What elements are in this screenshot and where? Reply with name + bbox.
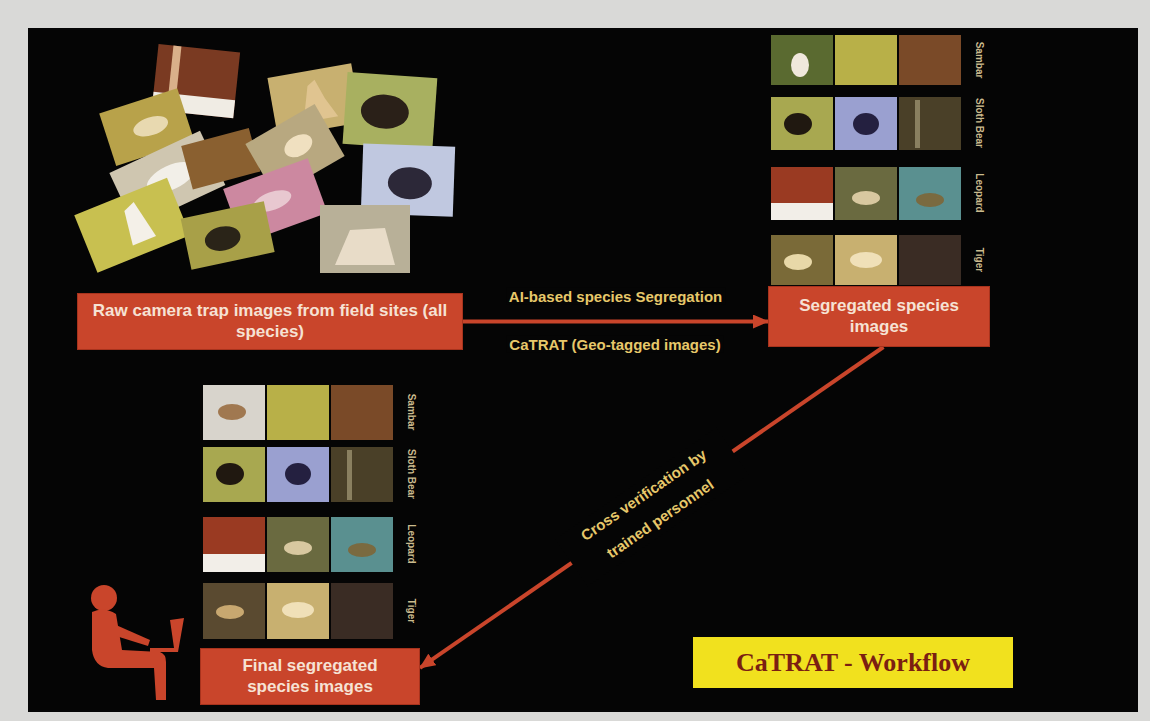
photo-shape [784, 113, 812, 135]
person-silhouette [91, 585, 184, 700]
photo-shape [835, 35, 897, 85]
photo-shape [285, 463, 311, 485]
photo-shape [852, 191, 880, 205]
black-panel [28, 28, 1138, 712]
photo-shape [899, 167, 961, 220]
species-label: Sloth Bear [406, 449, 417, 499]
photo-shape [771, 167, 833, 220]
photo-shape [331, 583, 393, 639]
photo-shape [771, 235, 833, 285]
photo-shape [203, 517, 265, 572]
photo-shape [181, 201, 275, 270]
photo-shape [853, 113, 879, 135]
photo-shape [203, 447, 265, 502]
photo-shape [118, 199, 156, 245]
edge-label: AI-based species Segregation [506, 287, 725, 304]
photo-shape [203, 554, 265, 572]
photo-shape [216, 463, 244, 485]
photo-shape [74, 178, 190, 273]
photo-shape [331, 447, 393, 502]
box-text: CaTRAT - Workflow [736, 648, 970, 678]
photo-shape [343, 72, 438, 150]
photo-shape [335, 228, 395, 265]
species-label: Sloth Bear [974, 98, 985, 148]
photo-shape [218, 404, 246, 420]
photo-shape [791, 53, 809, 77]
photo-shape [92, 609, 166, 700]
raw-photos [74, 44, 455, 273]
flow-arrow [420, 347, 883, 668]
photo-shape [771, 97, 833, 150]
photo-shape [116, 625, 150, 646]
species-label: Leopard [406, 524, 417, 563]
photo-shape [74, 178, 190, 273]
photo-shape [784, 254, 812, 270]
box-text: Segregated species images [779, 296, 979, 337]
box-text: Raw camera trap images from field sites … [88, 301, 452, 342]
photo-shape [347, 450, 352, 500]
photo-shape [899, 235, 961, 285]
photo-shape [850, 252, 882, 268]
species-label: Sambar [406, 394, 417, 431]
photo-shape [284, 541, 312, 555]
photo-shape [348, 543, 376, 557]
process-box: Raw camera trap images from field sites … [77, 293, 463, 350]
photo-shape [771, 35, 833, 85]
photo-shape [835, 97, 897, 150]
photo-shape [203, 223, 243, 254]
photo-shape [331, 385, 393, 440]
photo-shape [916, 193, 944, 207]
segregated-photo-grid [771, 35, 961, 285]
photo-shape [771, 203, 833, 220]
box-text: Final segregated species images [211, 656, 409, 697]
species-label: Sambar [974, 42, 985, 79]
photo-shape [267, 583, 329, 639]
photo-shape [915, 100, 920, 148]
photo-shape [267, 447, 329, 502]
photo-shape [835, 235, 897, 285]
species-label: Tiger [406, 599, 417, 623]
photo-shape [267, 385, 329, 440]
photo-shape [203, 583, 265, 639]
photo-shape [899, 35, 961, 85]
title-box: CaTRAT - Workflow [693, 637, 1013, 688]
photo-shape [320, 205, 410, 273]
photo-shape [331, 517, 393, 572]
process-box: Final segregated species images [200, 648, 420, 705]
photo-shape [320, 205, 410, 273]
process-box: Segregated species images [768, 286, 990, 347]
edge-label: Cross verification by trained personnel [555, 428, 749, 586]
photo-shape [360, 93, 410, 130]
photo-shape [343, 72, 438, 150]
photo-shape [280, 130, 316, 162]
photo-shape [91, 585, 117, 611]
edge-note: CaTRAT (Geo-tagged images) [506, 336, 723, 353]
photo-shape [203, 385, 265, 440]
flow-arrow [463, 320, 768, 324]
photo-shape [181, 201, 275, 270]
photo-shape [387, 166, 432, 200]
photo-shape [899, 97, 961, 150]
photo-shape [131, 112, 171, 140]
photo-shape [150, 618, 184, 652]
species-label: Tiger [974, 248, 985, 272]
photo-shape [216, 605, 244, 619]
photo-shape [835, 167, 897, 220]
final-photo-grid [203, 385, 393, 639]
photo-shape [267, 517, 329, 572]
photo-shape [282, 602, 314, 618]
species-label: Leopard [974, 173, 985, 212]
